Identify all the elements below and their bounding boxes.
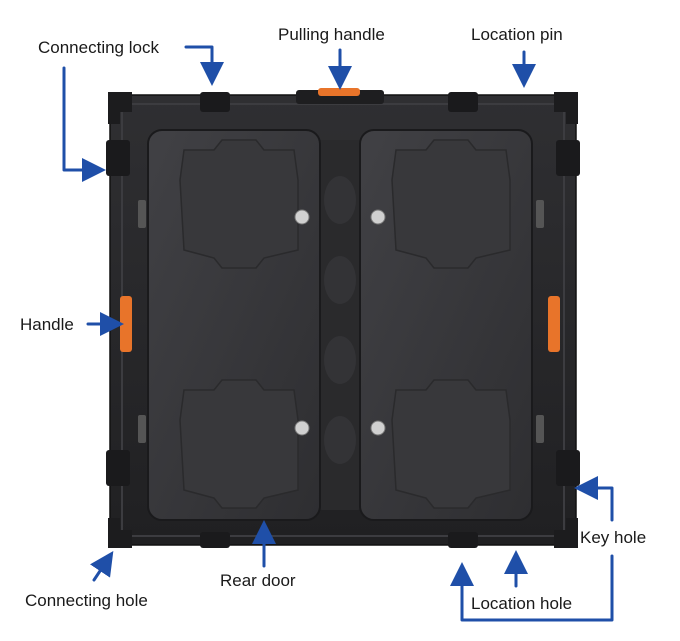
location-hole-arrow-left <box>450 554 614 622</box>
connecting-hole-arrow <box>90 551 114 582</box>
rear-door-right <box>359 129 533 521</box>
label-pulling-handle: Pulling handle <box>278 25 385 44</box>
label-location-hole: Location hole <box>471 594 573 613</box>
rear-door-left <box>147 129 321 521</box>
connecting-lock-arrow-side <box>62 66 106 182</box>
connecting-lock-arrow-top <box>184 45 224 86</box>
key-hole-arrow <box>574 476 614 522</box>
label-location-pin: Location pin <box>471 25 563 44</box>
label-handle: Handle <box>20 315 74 334</box>
label-connecting-lock: Connecting lock <box>38 38 159 57</box>
center-spine <box>318 140 362 510</box>
label-key-hole: Key hole <box>580 528 647 547</box>
label-rear-door: Rear door <box>220 571 296 590</box>
label-connecting-hole: Connecting hole <box>25 591 148 610</box>
